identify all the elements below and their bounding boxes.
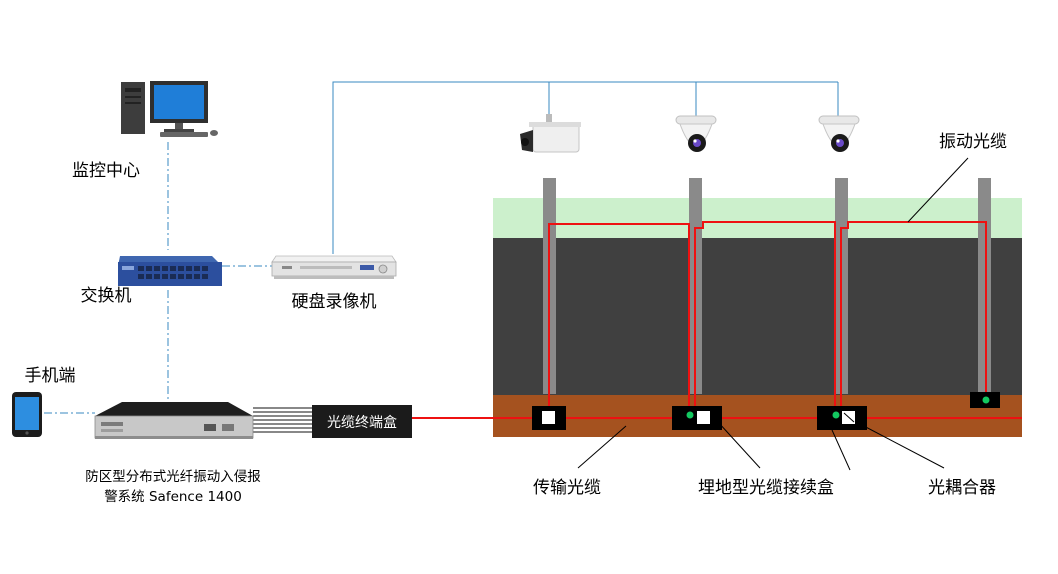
vibration-loop-1: [548, 223, 690, 412]
dvr-label: 硬盘录像机: [292, 292, 377, 312]
network-switch-icon: [118, 256, 222, 286]
terminal-box-label: 光缆终端盒: [327, 414, 397, 431]
coupler-label: 光耦合器: [928, 478, 996, 498]
splice-box-3: [817, 406, 867, 430]
switch-label: 交换机: [81, 286, 132, 306]
computer-icon: [121, 81, 218, 137]
dvr-icon: [271, 255, 397, 279]
terminal-box: 光缆终端盒: [312, 405, 412, 438]
splice-box-2: [672, 406, 722, 430]
pole-4: [978, 178, 991, 394]
vibration-loop-2: [694, 221, 836, 410]
buried-layer: [493, 395, 1022, 437]
vibration-cable-label: 振动光缆: [939, 132, 1007, 152]
bullet-camera-icon: [520, 114, 581, 153]
system-label-line2: 警系统 Safence 1400: [104, 489, 242, 505]
monitor-center-label: 监控中心: [72, 161, 140, 181]
system-label-line1: 防区型分布式光纤振动入侵报: [85, 468, 261, 485]
leader-lines: [577, 157, 969, 471]
grass-layer: [493, 198, 1022, 238]
dome-camera-icon: [818, 115, 860, 152]
vibration-loop-3: [840, 221, 987, 410]
splice-box-4: [970, 392, 1000, 408]
rack-device-icon: [94, 402, 254, 439]
dome-camera-icon: [675, 115, 717, 152]
fiber-bundle: [253, 407, 312, 433]
splice-boxes: [532, 392, 1000, 430]
mobile-label: 手机端: [25, 366, 76, 386]
network-lines: [44, 81, 839, 414]
splice-box-label: 埋地型光缆接续盒: [698, 478, 834, 498]
splice-box-1: [532, 406, 566, 430]
smartphone-icon: [12, 392, 42, 437]
soil-layer: [493, 238, 1022, 395]
transmission-cable-label: 传输光缆: [533, 478, 601, 498]
